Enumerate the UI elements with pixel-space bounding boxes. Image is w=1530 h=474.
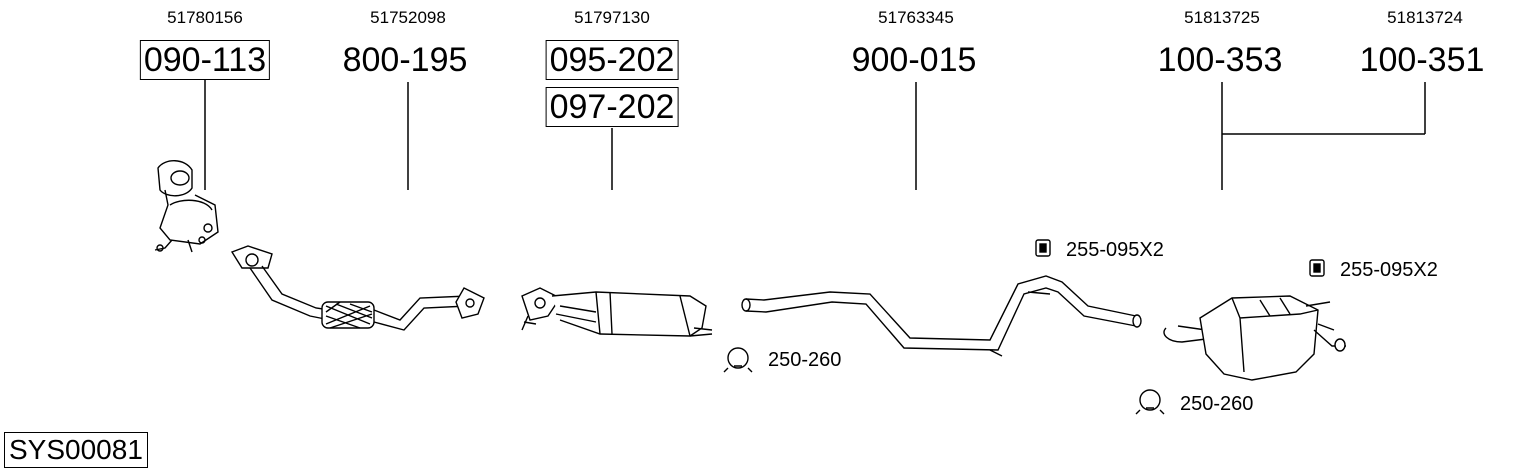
front-pipe-part[interactable] (230, 245, 485, 331)
part-number-boxed[interactable]: 095-202 (545, 40, 679, 80)
clamp-label[interactable]: 250-260 (1180, 393, 1254, 415)
catalytic-converter-part[interactable] (154, 160, 219, 253)
part-number[interactable]: 800-195 (342, 41, 468, 79)
rubber-mount-icon (1035, 239, 1051, 257)
oem-number: 51813725 (1184, 8, 1260, 27)
leader-lines (204, 80, 1426, 190)
oem-number: 51752098 (370, 8, 446, 27)
middle-silencer-part[interactable] (521, 287, 713, 337)
rubber-mount-label[interactable]: 255-095X2 (1066, 239, 1164, 261)
part-number[interactable]: 100-353 (1157, 41, 1283, 79)
clamp-icon (723, 347, 753, 373)
part-number-boxed[interactable]: 090-113 (139, 40, 271, 80)
rear-silencer-part[interactable] (1163, 295, 1346, 381)
system-code: SYS00081 (4, 432, 148, 468)
intermediate-pipe-part[interactable] (741, 275, 1142, 357)
clamp-icon (1135, 389, 1165, 415)
oem-number: 51797130 (574, 8, 650, 27)
rubber-mount-icon (1309, 259, 1325, 277)
part-number[interactable]: 900-015 (851, 41, 977, 79)
rubber-mount-label[interactable]: 255-095X2 (1340, 259, 1438, 281)
part-number-boxed[interactable]: 097-202 (545, 87, 679, 127)
clamp-label[interactable]: 250-260 (768, 349, 842, 371)
part-number[interactable]: 100-351 (1359, 41, 1485, 79)
oem-number: 51763345 (878, 8, 954, 27)
oem-number: 51780156 (167, 8, 243, 27)
oem-number: 51813724 (1387, 8, 1463, 27)
